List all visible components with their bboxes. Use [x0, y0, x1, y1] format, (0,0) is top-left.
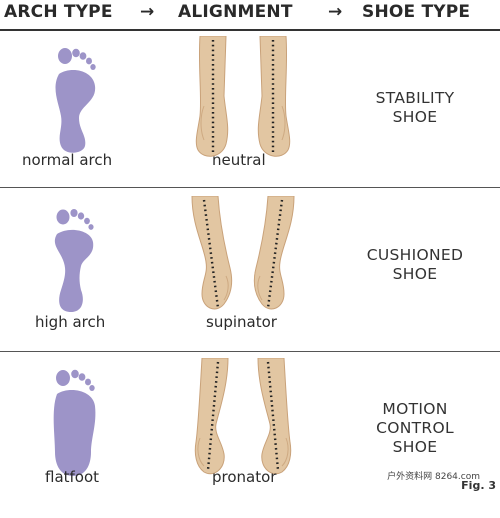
normal-arch-footprint-icon: [55, 48, 96, 153]
header-alignment: ALIGNMENT: [178, 2, 293, 22]
caption-flatfoot: flatfoot: [45, 468, 100, 486]
header-shoe-type: SHOE TYPE: [362, 2, 471, 22]
header: ARCH TYPE → ALIGNMENT → SHOE TYPE: [0, 0, 500, 28]
header-divider: [0, 29, 500, 31]
header-arch-type: ARCH TYPE: [4, 2, 113, 22]
row-divider-1: [0, 187, 500, 188]
header-arrow-2: →: [328, 2, 343, 22]
row-high-arch: high arch supinator CUSHIONED SHOE: [0, 196, 500, 356]
flatfoot-footprint-icon: [53, 369, 96, 476]
caption-high-arch: high arch: [35, 313, 106, 331]
neutral-alignment-legs-icon: [195, 36, 291, 157]
caption-supinator: supinator: [206, 313, 277, 331]
shoe-label-line-1: CUSHIONED: [366, 246, 464, 264]
header-arrow-1: →: [140, 2, 155, 22]
shoe-label-line-2: SHOE: [392, 108, 438, 126]
shoe-label-line-2: CONTROL: [376, 419, 454, 437]
row-normal-arch: normal arch neutral STABILITY SHOE: [0, 36, 500, 196]
row-divider-2: [0, 351, 500, 352]
shoe-label-line-3: SHOE: [392, 438, 438, 456]
watermark: 户外资料网 8264.com: [387, 472, 480, 482]
figure-number: Fig. 3: [461, 479, 496, 492]
pronator-alignment-legs-icon: [194, 358, 292, 475]
caption-normal-arch: normal arch: [22, 151, 113, 169]
shoe-label-motion-control: MOTION CONTROL SHOE: [345, 400, 485, 457]
supinator-alignment-legs-icon: [191, 196, 295, 310]
shoe-label-line-2: SHOE: [392, 265, 438, 283]
shoe-label-line-1: MOTION: [382, 400, 448, 418]
caption-neutral: neutral: [212, 151, 266, 169]
shoe-label-stability: STABILITY SHOE: [345, 89, 485, 127]
shoe-label-line-1: STABILITY: [375, 89, 455, 107]
caption-pronator: pronator: [212, 468, 277, 486]
row-flatfoot: flatfoot pronator MOTION CONTROL SHOE: [0, 358, 500, 518]
high-arch-footprint-icon: [54, 209, 94, 312]
shoe-label-cushioned: CUSHIONED SHOE: [345, 246, 485, 284]
